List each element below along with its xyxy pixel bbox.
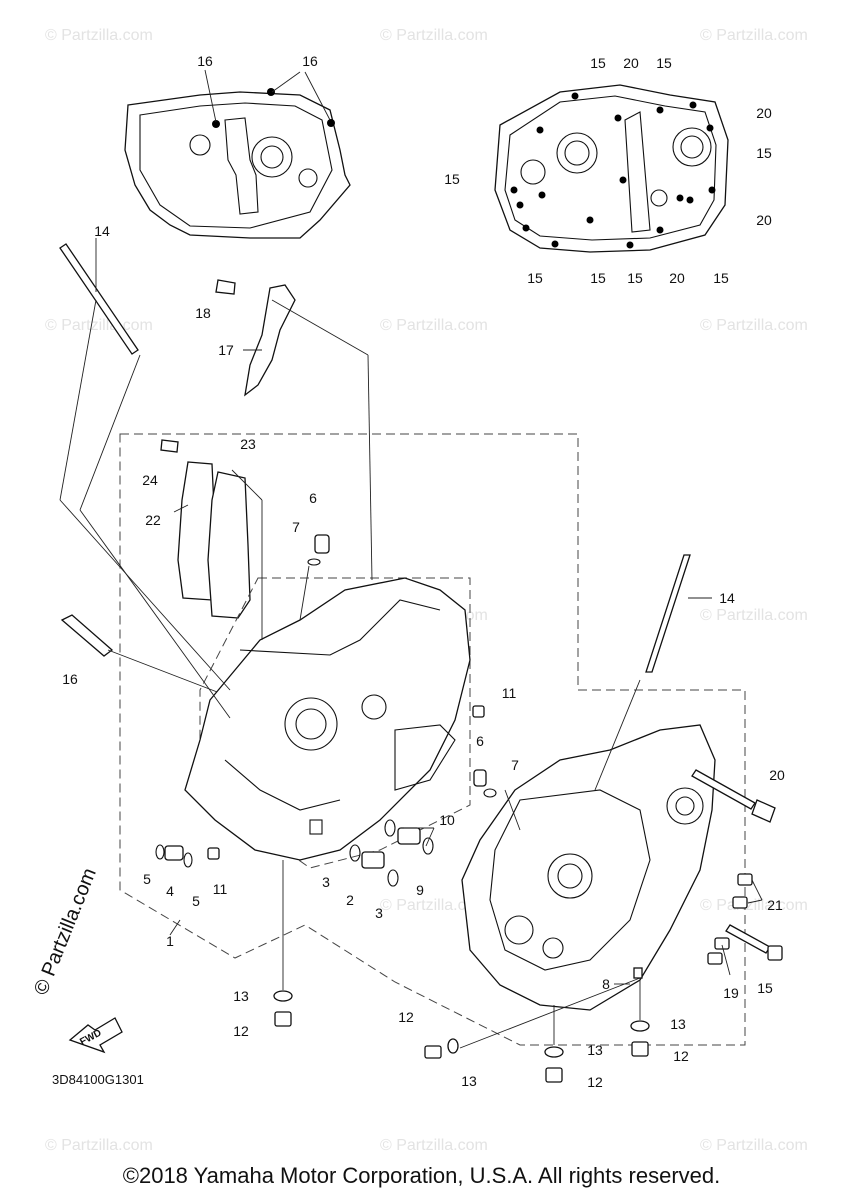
dowels-and-orings (155, 705, 753, 965)
watermark: © Partzilla.com (700, 1137, 808, 1154)
watermark: © Partzilla.com (45, 317, 153, 334)
watermark: © Partzilla.com (700, 27, 808, 44)
label: 15 (527, 270, 543, 286)
watermark: © Partzilla.com (700, 317, 808, 334)
label: 22 (145, 512, 161, 528)
leader-lines (59, 69, 763, 1049)
label: 7 (292, 519, 300, 535)
label: 16 (302, 53, 318, 69)
bolts-right (691, 769, 783, 961)
sensor-lower (473, 769, 497, 798)
label: 2 (346, 892, 354, 908)
watermark: © Partzilla.com (45, 27, 153, 44)
label: 15 (444, 171, 460, 187)
long-bolt (60, 614, 239, 701)
label: 23 (240, 436, 256, 452)
label: 19 (723, 985, 739, 1001)
label: 3 (375, 905, 383, 921)
label: 12 (587, 1074, 603, 1090)
right-crankcase (461, 724, 716, 1011)
label: 13 (587, 1042, 603, 1058)
label: 15 (713, 270, 729, 286)
callout-labels: 16 16 15 20 15 20 15 15 20 15 15 15 20 1… (62, 53, 785, 1090)
label: 20 (769, 767, 785, 783)
assembly-outline (119, 433, 746, 1046)
watermark: © Partzilla.com (700, 897, 808, 914)
watermark: © Partzilla.com (700, 607, 808, 624)
label: 12 (233, 1023, 249, 1039)
label: 6 (309, 490, 317, 506)
label: 15 (757, 980, 773, 996)
label: 20 (756, 212, 772, 228)
label: 11 (502, 685, 517, 701)
watermark: © Partzilla.com (45, 1137, 153, 1154)
label: 12 (398, 1009, 414, 1025)
watermark: © Partzilla.com (380, 317, 488, 334)
label: 11 (213, 881, 228, 897)
label: 20 (669, 270, 685, 286)
label: 17 (218, 342, 234, 358)
label: 5 (143, 871, 151, 887)
left-crankcase-half-top-view (124, 88, 351, 239)
sensor-upper (307, 534, 330, 566)
diagram-code: 3D84100G1301 (52, 1072, 144, 1087)
dowel-pin-11b (207, 847, 220, 860)
watermark: © Partzilla.com (380, 1137, 488, 1154)
label: 16 (197, 53, 213, 69)
label: 5 (192, 893, 200, 909)
label: 4 (166, 883, 174, 899)
label: 21 (767, 897, 783, 913)
label: 1 (166, 933, 174, 949)
label: 8 (602, 976, 610, 992)
bracket-plate (215, 279, 296, 397)
label: 13 (461, 1073, 477, 1089)
label: 3 (322, 874, 330, 890)
label: 13 (233, 988, 249, 1004)
stud-bolt-right (645, 554, 712, 673)
label: 13 (670, 1016, 686, 1032)
label: 14 (719, 590, 735, 606)
right-crankcase-half-top-view (494, 84, 729, 253)
stud-bolt-left (59, 238, 139, 355)
left-crankcase (184, 577, 471, 861)
label: 24 (142, 472, 158, 488)
gasket-set (160, 439, 251, 619)
dowel-pin-11 (472, 705, 485, 718)
label: 18 (195, 305, 211, 321)
label: 16 (62, 671, 78, 687)
label: 9 (416, 882, 424, 898)
label: 12 (673, 1048, 689, 1064)
label: 15 (590, 270, 606, 286)
label: 15 (656, 55, 672, 71)
copyright-notice: ©2018 Yamaha Motor Corporation, U.S.A. A… (122, 1163, 721, 1188)
watermark: © Partzilla.com (380, 27, 488, 44)
label: 20 (623, 55, 639, 71)
label: 15 (756, 145, 772, 161)
watermark: © Partzilla.com (380, 897, 488, 914)
label: 20 (756, 105, 772, 121)
label: 7 (511, 757, 519, 773)
fwd-arrow-icon: FWD (68, 1017, 123, 1054)
label: 15 (590, 55, 606, 71)
label: 14 (94, 223, 110, 239)
label: 6 (476, 733, 484, 749)
label: 15 (627, 270, 643, 286)
label: 10 (439, 812, 455, 828)
drain-bolts (273, 967, 650, 1083)
